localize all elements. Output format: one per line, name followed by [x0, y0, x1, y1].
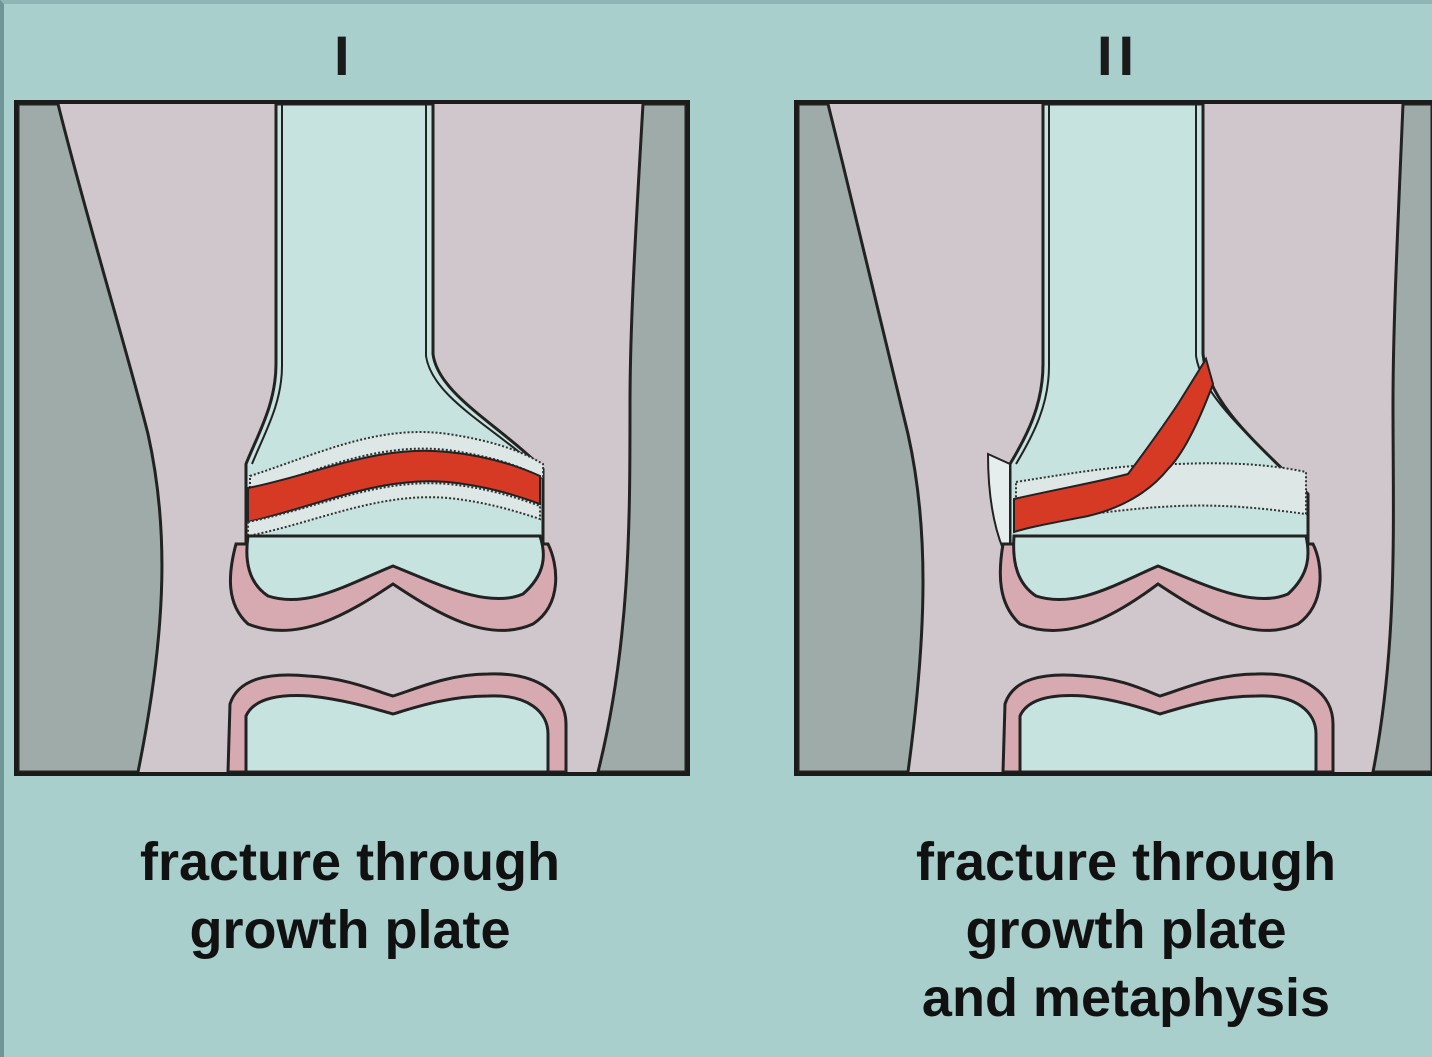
caption-line: growth plate — [866, 896, 1386, 964]
metaphysis-fragment-edge — [988, 454, 1010, 549]
diagram-panel-type-i — [14, 100, 690, 776]
femoral-epiphysis — [1014, 536, 1308, 600]
caption-line: fracture through — [80, 828, 620, 896]
outer-soft-tissue-left — [798, 104, 923, 772]
outer-soft-tissue-left — [18, 104, 162, 772]
outer-soft-tissue-right — [1373, 104, 1432, 772]
caption-line: fracture through — [866, 828, 1386, 896]
diagram-panel-type-ii — [794, 100, 1432, 776]
type-numeral-ii: II — [1097, 28, 1140, 84]
caption-type-ii: fracture through growth plate and metaph… — [866, 828, 1386, 1032]
outer-soft-tissue-right — [598, 104, 686, 772]
caption-type-i: fracture through growth plate — [80, 828, 620, 964]
femoral-epiphysis — [247, 536, 544, 600]
caption-line: and metaphysis — [866, 964, 1386, 1032]
caption-line: growth plate — [80, 896, 620, 964]
type-numeral-i: I — [334, 28, 356, 84]
